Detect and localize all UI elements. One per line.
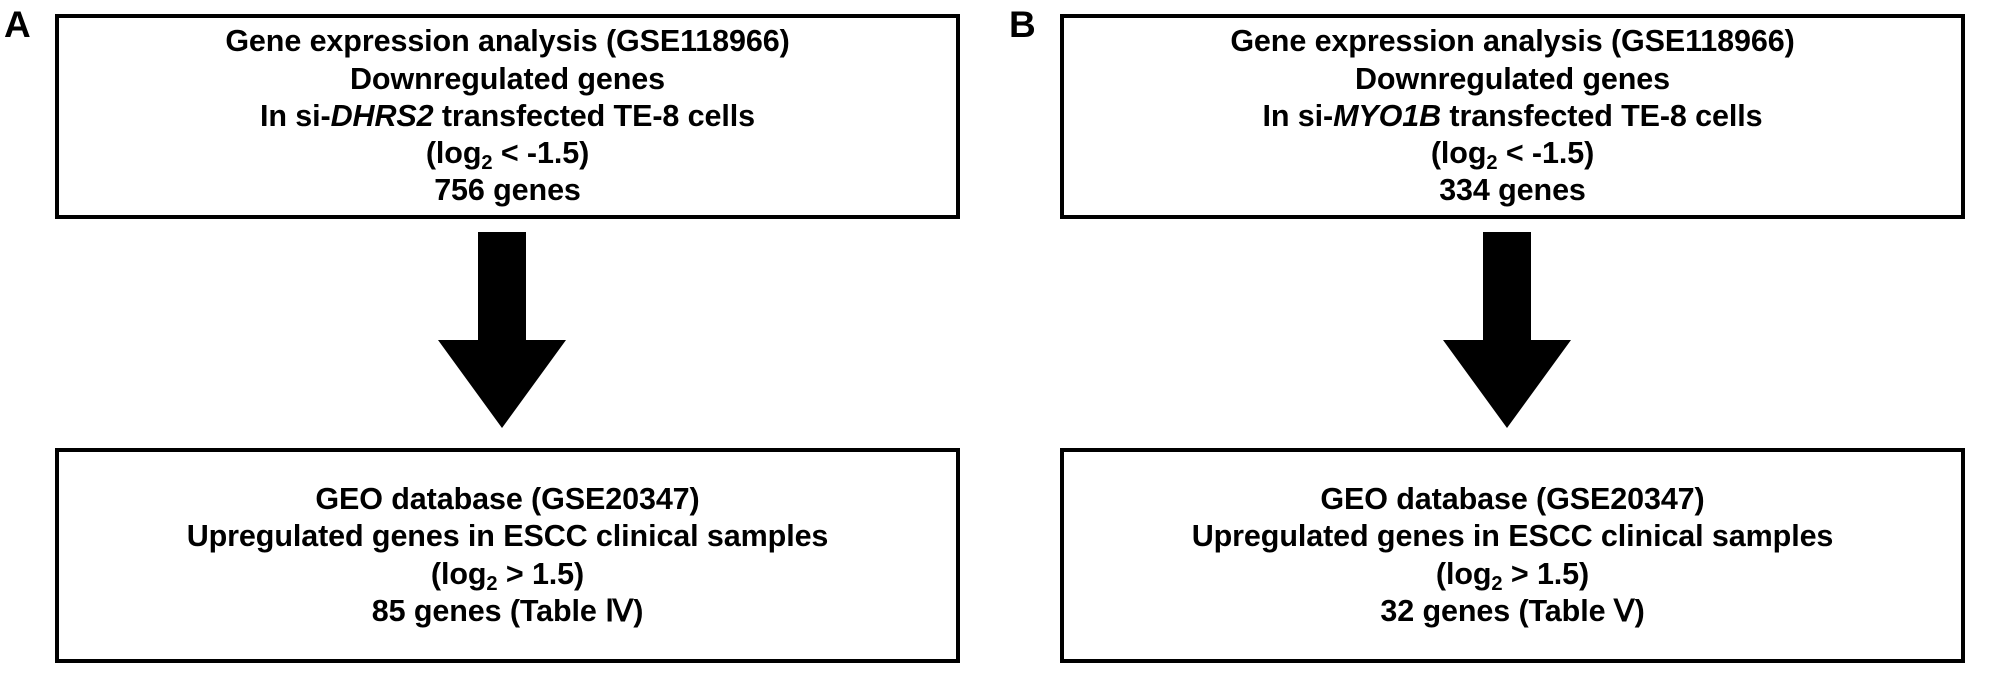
panel-a-top-log-post: < -1.5) [492,136,590,171]
panel-b-top-line-2: Downregulated genes [1354,61,1670,96]
panel-a-down-arrow [438,232,566,432]
panel-b-top-line-3: In si-MYO1B transfected TE-8 cells [1262,98,1762,135]
panel-a-bottom-log-post: > 1.5) [497,556,585,591]
panel-a-top-log-pre: (log [425,136,482,171]
panel-a-bottom-log-pre: (log [430,556,487,591]
panel-b-top-line-1: Gene expression analysis (GSE118966) [1230,24,1795,59]
panel-a-top-line-2: Downregulated genes [349,61,665,96]
panel-a: A Gene expression analysis (GSE118966) D… [0,0,1004,684]
panel-b-bottom-box: GEO database (GSE20347) Upregulated gene… [1060,448,1965,663]
panel-a-top-line-3: In si-DHRS2 transfected TE-8 cells [260,98,755,135]
panel-b-top-gene-count: 334 genes [1439,173,1586,208]
panel-a-letter: A [4,4,31,45]
panel-b-top-box: Gene expression analysis (GSE118966) Dow… [1060,14,1965,219]
panel-b-bottom-line-3: (log2 > 1.5) [1435,556,1590,595]
panel-a-top-gene-count: 756 genes [434,173,581,208]
panel-b-down-arrow [1443,232,1571,432]
panel-b-bottom-log-pre: (log [1435,556,1492,591]
panel-b-bottom-line-1: GEO database (GSE20347) [1320,482,1705,517]
panel-a-top-line-3-pre: In si- [260,98,331,133]
panel-a-top-line-1: Gene expression analysis (GSE118966) [225,24,790,59]
panel-a-top-box: Gene expression analysis (GSE118966) Dow… [55,14,960,219]
panel-a-bottom-log-base: 2 [486,572,498,595]
panel-a-gene-symbol: DHRS2 [330,98,434,133]
panel-a-bottom-line-1: GEO database (GSE20347) [315,482,700,517]
panel-b-top-line-4: (log2 < -1.5) [1430,135,1595,175]
panel-a-bottom-line-3: (log2 > 1.5) [430,556,585,595]
panel-b-bottom-gene-count: 32 genes (Table Ⅴ) [1380,593,1645,628]
panel-b-top-line-3-post: transfected TE-8 cells [1441,98,1763,133]
panel-a-bottom-line-2: Upregulated genes in ESCC clinical sampl… [186,519,829,554]
panel-b-bottom-log-base: 2 [1491,572,1503,595]
panel-b-letter: B [1009,4,1036,45]
panel-b-top-log-post: < -1.5) [1497,136,1595,171]
panel-a-bottom-gene-count: 85 genes (Table Ⅳ) [371,593,644,628]
panel-b-bottom-line-2: Upregulated genes in ESCC clinical sampl… [1191,519,1834,554]
panel-a-top-line-3-post: transfected TE-8 cells [433,98,755,133]
panel-b-top-line-3-pre: In si- [1262,98,1334,133]
panel-b-top-log-base: 2 [1486,152,1498,175]
panel-a-top-line-4: (log2 < -1.5) [425,135,590,175]
panel-b-gene-symbol: MYO1B [1333,98,1442,133]
panel-a-top-log-base: 2 [481,152,493,175]
panel-a-bottom-box: GEO database (GSE20347) Upregulated gene… [55,448,960,663]
panel-b-top-log-pre: (log [1430,136,1487,171]
panel-b-bottom-log-post: > 1.5) [1502,556,1590,591]
panel-b: B Gene expression analysis (GSE118966) D… [1005,0,2009,684]
